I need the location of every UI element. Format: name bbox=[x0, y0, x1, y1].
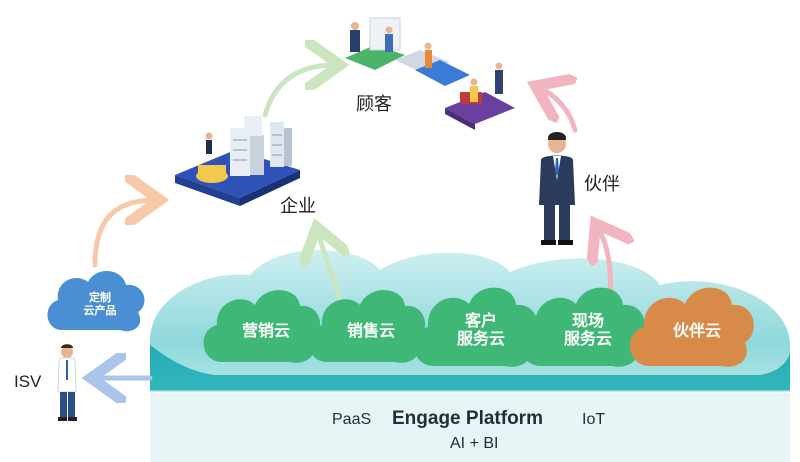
businessman-illustration bbox=[539, 132, 575, 245]
arrow-partner-to-customer bbox=[540, 88, 575, 133]
sales-cloud-shape bbox=[308, 290, 426, 363]
arrow-sales-to-enterprise bbox=[318, 232, 340, 303]
partner-label: 伙伴 bbox=[584, 174, 620, 195]
field-service-cloud[interactable]: 现场 服务云 bbox=[543, 311, 633, 349]
field-service-cloud-line1: 现场 bbox=[571, 311, 604, 330]
partner-cloud-shape bbox=[629, 287, 754, 367]
custom-cloud-shape bbox=[47, 271, 145, 332]
meeting-illustration bbox=[345, 17, 515, 130]
field-service-cloud-line2: 服务云 bbox=[563, 329, 612, 349]
paas-label: PaaS bbox=[332, 411, 372, 428]
developer-illustration bbox=[57, 344, 77, 421]
customer-service-cloud[interactable]: 客户 服务云 bbox=[436, 311, 526, 349]
isv-label: ISV bbox=[14, 372, 42, 391]
building-illustration bbox=[175, 116, 300, 206]
enterprise-label: 企业 bbox=[280, 196, 316, 217]
sales-cloud-label: 销售云 bbox=[346, 321, 395, 340]
iot-label: IoT bbox=[582, 411, 606, 428]
marketing-cloud-shape bbox=[203, 290, 321, 363]
partner-cloud-label: 伙伴云 bbox=[672, 321, 721, 340]
partner-cloud[interactable]: 伙伴云 bbox=[652, 321, 742, 340]
custom-cloud-line1: 定制 bbox=[89, 291, 111, 304]
customer-service-cloud-shape bbox=[413, 287, 538, 367]
customer-service-cloud-line2: 服务云 bbox=[456, 329, 505, 349]
field-service-cloud-shape bbox=[520, 287, 645, 367]
sales-cloud[interactable]: 销售云 bbox=[331, 321, 411, 340]
ai-bi-label: AI + BI bbox=[450, 435, 499, 452]
custom-cloud-label: 定制 云产品 bbox=[70, 291, 130, 317]
arrow-custom-to-enterprise bbox=[92, 200, 155, 268]
platform-name: Engage Platform bbox=[392, 408, 543, 429]
marketing-cloud-label: 营销云 bbox=[241, 321, 290, 340]
customer-label: 顾客 bbox=[356, 94, 392, 115]
customer-service-cloud-line1: 客户 bbox=[464, 311, 497, 330]
arrow-enterprise-to-customer bbox=[262, 65, 335, 118]
marketing-cloud[interactable]: 营销云 bbox=[226, 321, 306, 340]
custom-cloud-line2: 云产品 bbox=[83, 303, 117, 317]
